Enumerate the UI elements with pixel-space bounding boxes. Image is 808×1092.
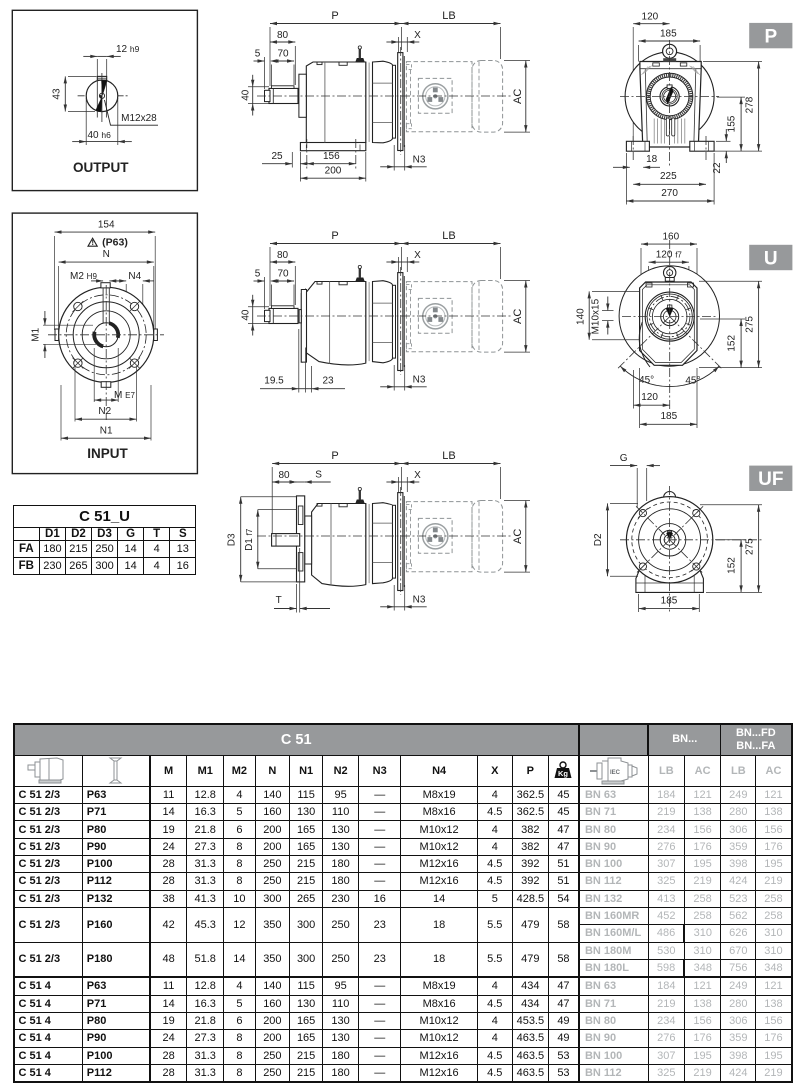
svg-text:200: 200 bbox=[325, 166, 342, 177]
svg-text:5: 5 bbox=[255, 49, 261, 60]
svg-text:275: 275 bbox=[744, 538, 755, 555]
svg-text:G: G bbox=[620, 453, 628, 464]
svg-text:UF: UF bbox=[758, 469, 783, 490]
svg-text:Kg: Kg bbox=[558, 769, 568, 778]
svg-text:X: X bbox=[414, 30, 421, 41]
svg-text:80: 80 bbox=[277, 30, 289, 41]
svg-text:185: 185 bbox=[661, 596, 678, 607]
svg-text:40: 40 bbox=[240, 309, 251, 321]
svg-text:45°: 45° bbox=[685, 376, 700, 387]
svg-text:155: 155 bbox=[727, 115, 738, 132]
svg-text:45°: 45° bbox=[639, 375, 654, 386]
svg-text:40 h6: 40 h6 bbox=[88, 130, 112, 141]
svg-text:25: 25 bbox=[271, 151, 283, 162]
svg-text:225: 225 bbox=[660, 171, 677, 182]
svg-text:IEC: IEC bbox=[610, 770, 621, 776]
svg-text:156: 156 bbox=[323, 151, 340, 162]
svg-text:X: X bbox=[414, 470, 421, 481]
svg-text:278: 278 bbox=[744, 96, 755, 113]
svg-text:43: 43 bbox=[51, 88, 62, 100]
svg-text:X: X bbox=[414, 250, 421, 261]
svg-text:N: N bbox=[103, 249, 110, 260]
svg-text:T: T bbox=[276, 595, 282, 606]
svg-text:N2: N2 bbox=[98, 406, 111, 417]
svg-text:M1: M1 bbox=[31, 327, 42, 341]
svg-text:LB: LB bbox=[442, 450, 455, 462]
svg-text:M2 H9: M2 H9 bbox=[70, 271, 97, 282]
svg-text:23: 23 bbox=[322, 375, 334, 386]
svg-text:AC: AC bbox=[512, 309, 524, 324]
svg-text:N4: N4 bbox=[128, 271, 141, 282]
svg-text:AC: AC bbox=[512, 529, 524, 544]
svg-text:22: 22 bbox=[712, 162, 723, 174]
svg-text:270: 270 bbox=[661, 188, 678, 199]
svg-text:154: 154 bbox=[98, 219, 115, 230]
svg-text:12 h9: 12 h9 bbox=[116, 44, 140, 55]
svg-text:120: 120 bbox=[641, 392, 658, 403]
svg-text:LB: LB bbox=[442, 230, 455, 242]
svg-text:D2: D2 bbox=[593, 533, 604, 546]
svg-text:D3: D3 bbox=[227, 533, 238, 546]
svg-text:P: P bbox=[331, 10, 338, 22]
svg-text:120 f7: 120 f7 bbox=[656, 250, 683, 261]
svg-text:N3: N3 bbox=[413, 155, 426, 166]
svg-text:40: 40 bbox=[240, 89, 251, 101]
svg-text:160: 160 bbox=[662, 232, 679, 243]
svg-text:19.5: 19.5 bbox=[264, 375, 284, 386]
svg-text:U: U bbox=[764, 248, 778, 269]
svg-text:5: 5 bbox=[255, 269, 261, 280]
svg-text:P: P bbox=[331, 230, 338, 242]
svg-text:185: 185 bbox=[660, 29, 677, 40]
svg-text:185: 185 bbox=[660, 411, 677, 422]
svg-text:140: 140 bbox=[575, 308, 586, 325]
svg-text:120: 120 bbox=[642, 11, 659, 22]
svg-text:70: 70 bbox=[277, 49, 289, 60]
svg-text:!: ! bbox=[91, 238, 94, 247]
svg-text:N3: N3 bbox=[413, 375, 426, 386]
svg-text:INPUT: INPUT bbox=[87, 446, 128, 461]
svg-text:N3: N3 bbox=[413, 595, 426, 606]
svg-text:D1 f7: D1 f7 bbox=[244, 528, 255, 551]
svg-text:LB: LB bbox=[442, 10, 455, 22]
svg-text:70: 70 bbox=[277, 269, 289, 280]
svg-text:N1: N1 bbox=[100, 425, 113, 436]
svg-text:M E7: M E7 bbox=[114, 390, 135, 401]
svg-text:80: 80 bbox=[277, 250, 289, 261]
svg-text:S: S bbox=[315, 470, 322, 481]
svg-text:M12x28: M12x28 bbox=[121, 113, 157, 124]
svg-text:152: 152 bbox=[727, 557, 738, 574]
svg-text:AC: AC bbox=[512, 89, 524, 104]
svg-text:152: 152 bbox=[727, 335, 738, 352]
svg-text:275: 275 bbox=[744, 316, 755, 333]
svg-text:(P63): (P63) bbox=[102, 236, 128, 248]
svg-text:M10x15: M10x15 bbox=[591, 298, 602, 334]
svg-text:80: 80 bbox=[278, 470, 290, 481]
svg-text:OUTPUT: OUTPUT bbox=[73, 160, 129, 175]
svg-text:18: 18 bbox=[646, 154, 658, 165]
svg-text:P: P bbox=[331, 450, 338, 462]
svg-text:P: P bbox=[764, 26, 777, 47]
